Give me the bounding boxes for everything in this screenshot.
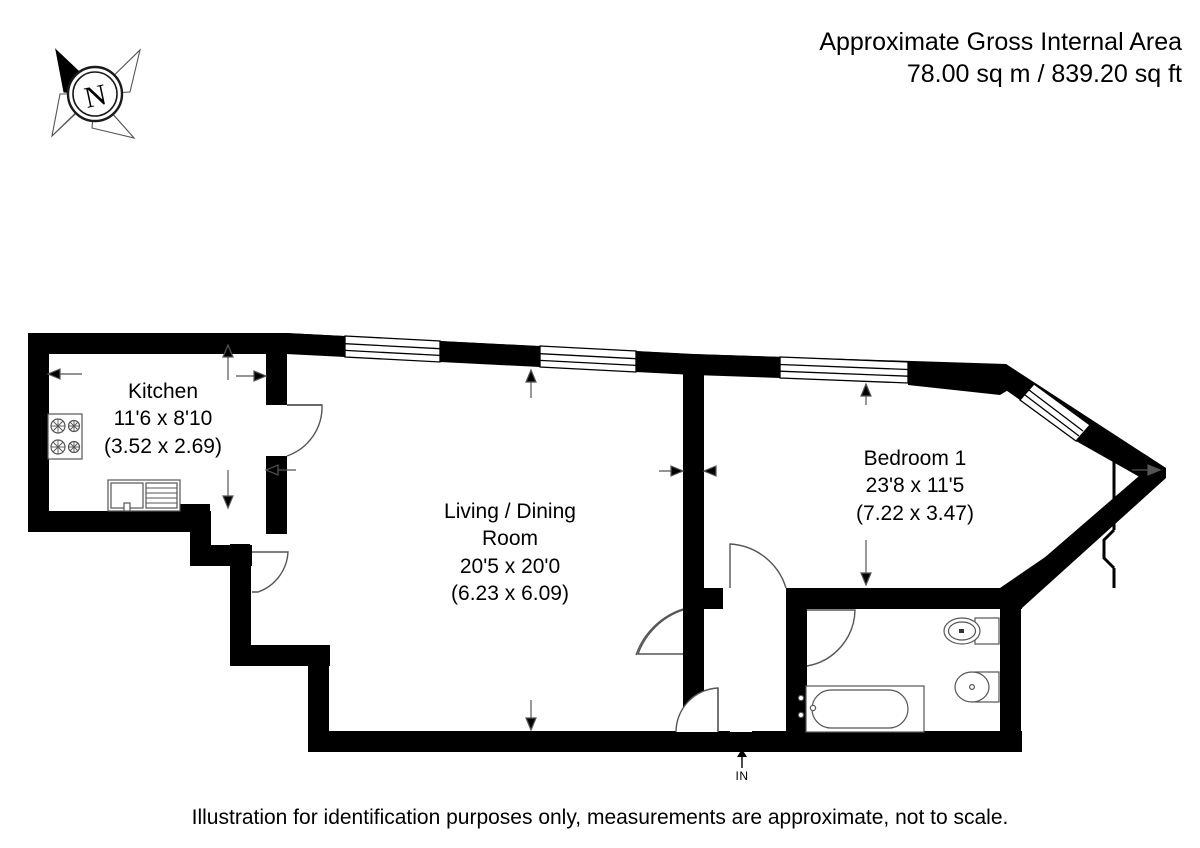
window-bedroom-north — [779, 356, 909, 384]
door-hall-to-bedroom — [729, 543, 787, 589]
bedroom-ne-diagonal-wall — [1000, 364, 1166, 484]
door-alcove — [252, 551, 289, 593]
dimension-arrows — [46, 343, 872, 732]
angled-north-wall — [286, 333, 694, 375]
floor-plan-drawing — [28, 333, 1166, 752]
footer-disclaimer: Illustration for identification purposes… — [191, 806, 1009, 829]
header-title-line-2: 78.00 sq m / 839.20 sq ft — [906, 60, 1182, 88]
gross-internal-area-header: Approximate Gross Internal Area 78.00 sq… — [819, 26, 1182, 90]
compass-rose-icon: N — [42, 40, 148, 148]
entrance-marker: IN — [725, 748, 759, 783]
door-entrance — [675, 687, 719, 733]
wall-segments — [28, 333, 1022, 752]
bedroom-east-wall — [1000, 468, 1166, 608]
bedroom-alcove-dim-arrow — [1132, 464, 1162, 476]
door-hall-to-living — [635, 608, 684, 656]
entrance-label: IN — [735, 769, 749, 783]
wash-basin-icon — [954, 671, 1000, 703]
window-bedroom-ne-diagonal — [1019, 383, 1091, 442]
arrow-up-icon — [737, 749, 747, 768]
bathtub-icon — [797, 685, 925, 733]
toilet-icon — [943, 617, 1000, 645]
kitchen-hob-icon — [47, 413, 83, 460]
door-kitchen — [286, 404, 323, 457]
bedroom-alcove-recess — [1102, 443, 1116, 588]
header-title-line-1: Approximate Gross Internal Area — [819, 28, 1182, 56]
doors — [252, 404, 856, 733]
door-hall-to-bathroom — [806, 609, 856, 667]
kitchen-sink-icon — [107, 479, 181, 512]
window-living-north-1 — [344, 335, 441, 363]
bedroom-north-wall — [694, 354, 1020, 395]
window-living-north-2 — [539, 345, 637, 373]
